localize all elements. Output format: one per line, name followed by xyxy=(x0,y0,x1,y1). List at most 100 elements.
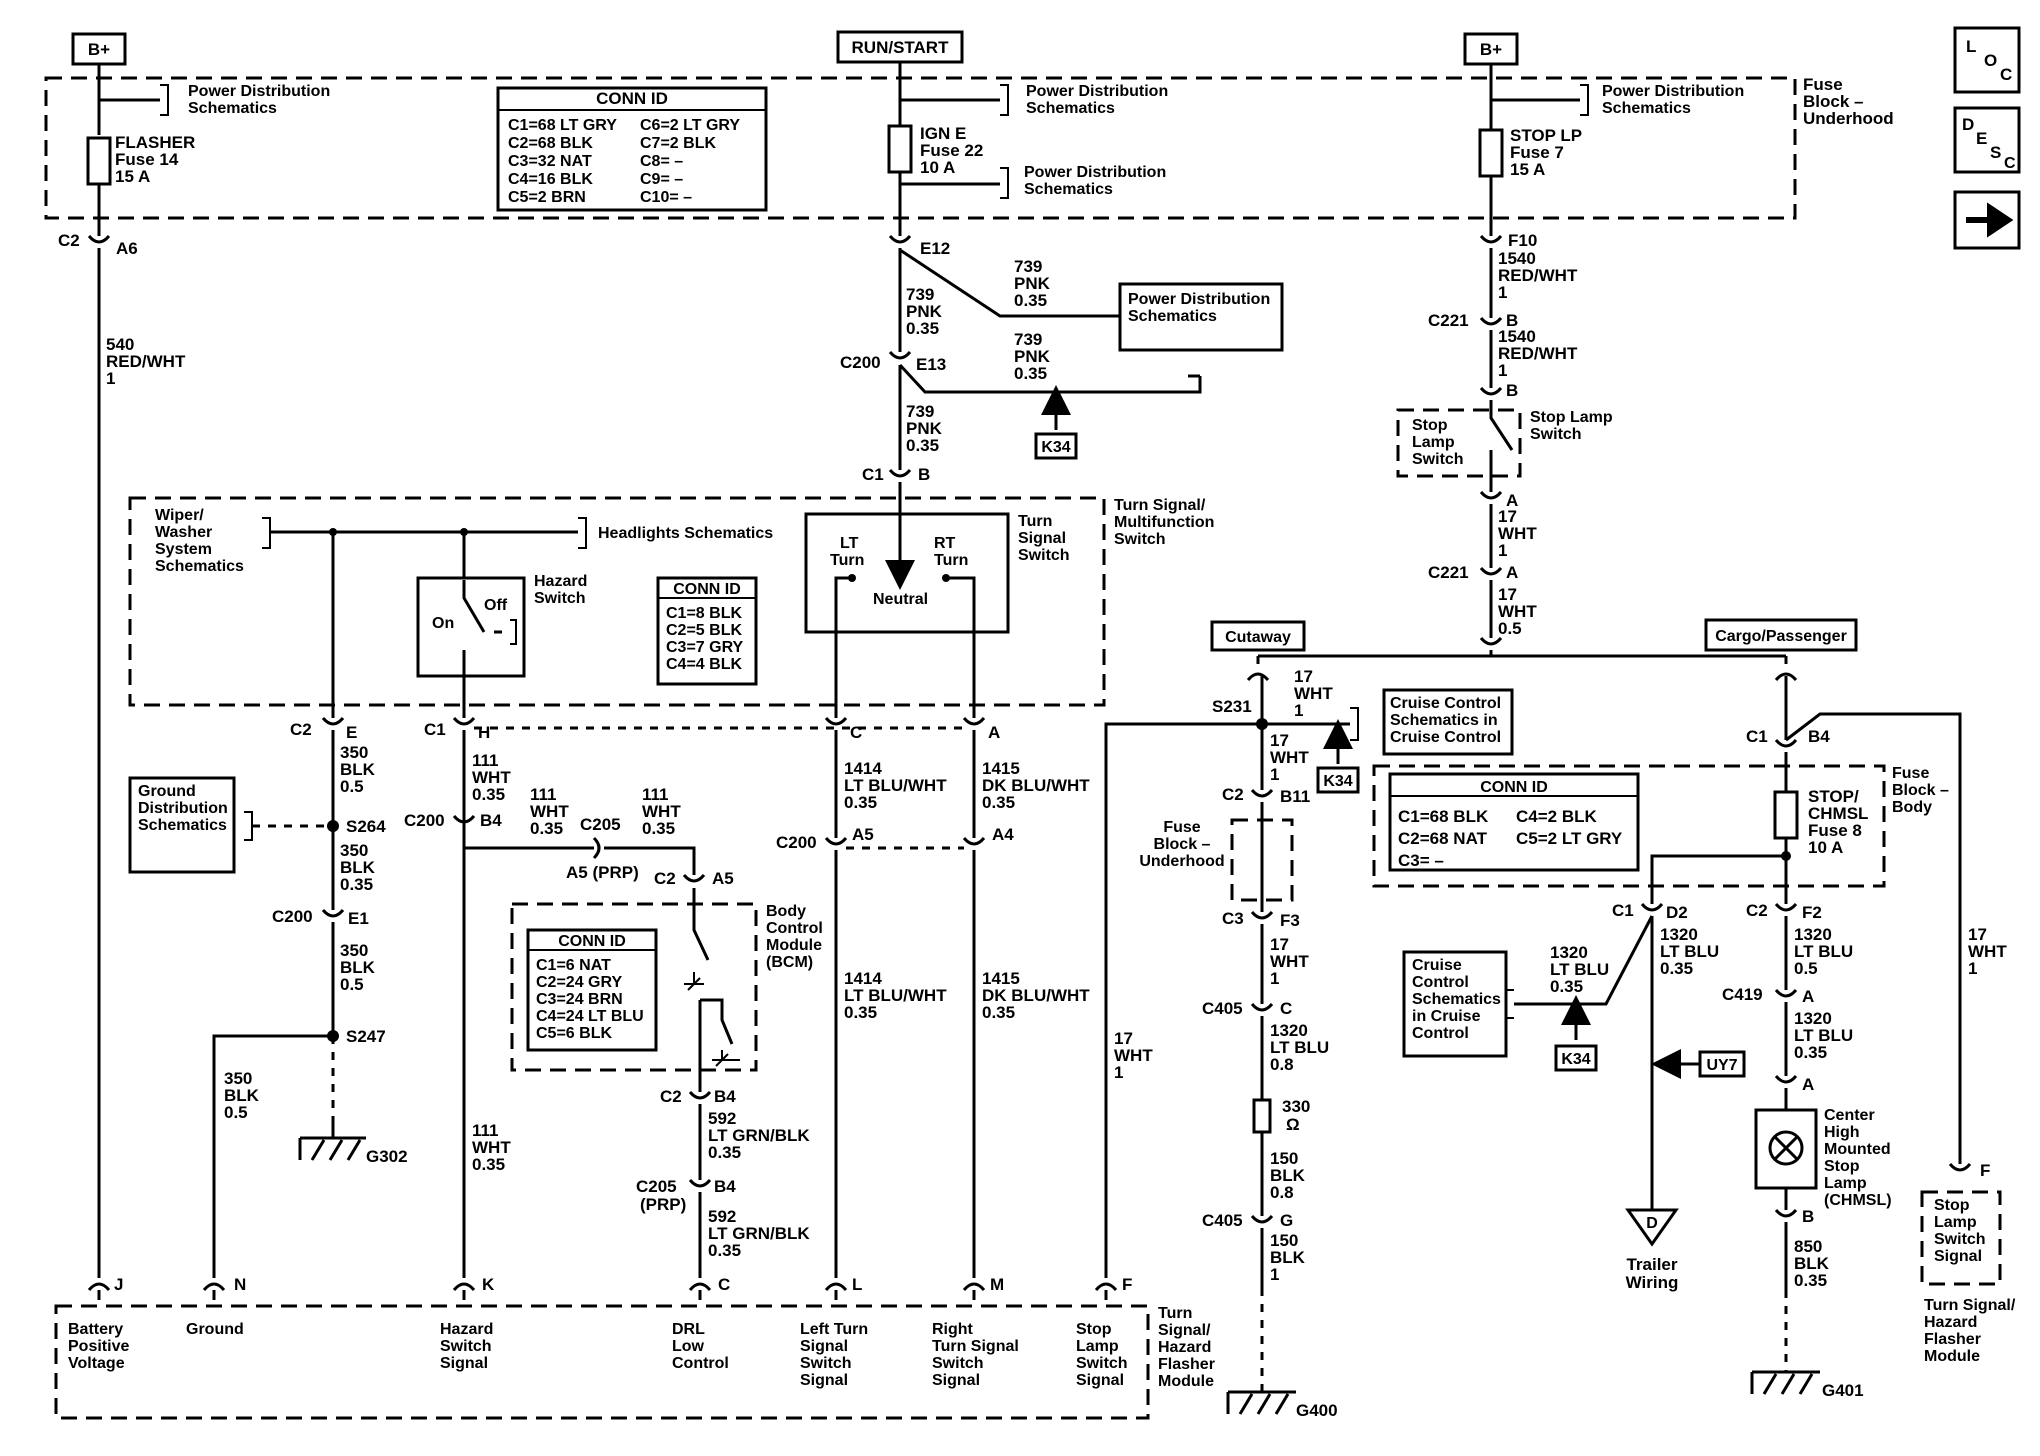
svg-text:Switch: Switch xyxy=(1018,547,1070,564)
conn-id-switch-box: CONN ID C1=8 BLK C2=5 BLK C3=7 GRY C4=4 … xyxy=(656,576,758,686)
svg-text:Hazard: Hazard xyxy=(534,573,587,590)
svg-text:F: F xyxy=(1122,1275,1132,1294)
svg-text:1: 1 xyxy=(1968,959,1977,978)
svg-text:F: F xyxy=(1980,1161,1990,1180)
svg-text:1: 1 xyxy=(1498,541,1507,560)
svg-text:C8= –: C8= – xyxy=(640,153,683,170)
svg-text:0.35: 0.35 xyxy=(844,793,877,812)
fuse-block-body-outline xyxy=(1372,764,1886,888)
svg-text:C: C xyxy=(1280,999,1292,1018)
hazard-switch xyxy=(416,576,526,678)
svg-text:LT BLU: LT BLU xyxy=(1270,1038,1329,1057)
svg-text:Block –: Block – xyxy=(1892,782,1949,799)
svg-text:Distribution: Distribution xyxy=(138,800,228,817)
svg-text:Switch: Switch xyxy=(1934,1231,1986,1248)
svg-text:S247: S247 xyxy=(346,1027,386,1046)
svg-text:LT GRN/BLK: LT GRN/BLK xyxy=(708,1126,810,1145)
svg-text:Turn Signal/: Turn Signal/ xyxy=(1924,1297,2016,1314)
svg-text:BLK: BLK xyxy=(1270,1248,1306,1267)
svg-text:0.35: 0.35 xyxy=(1550,977,1583,996)
run-start-header: RUN/START xyxy=(836,30,964,64)
svg-text:Signal: Signal xyxy=(1076,1372,1124,1389)
svg-text:350: 350 xyxy=(340,941,368,960)
svg-text:B11: B11 xyxy=(1280,787,1310,806)
cargo-passenger-header xyxy=(1704,618,1858,652)
svg-text:Block –: Block – xyxy=(1154,836,1211,853)
svg-text:High: High xyxy=(1824,1124,1860,1141)
svg-text:0.35: 0.35 xyxy=(340,875,373,894)
k34-option-box xyxy=(1316,766,1360,794)
svg-text:Turn Signal/: Turn Signal/ xyxy=(1114,497,1206,514)
svg-text:C4=2 BLK: C4=2 BLK xyxy=(1516,807,1597,826)
svg-text:Turn: Turn xyxy=(1018,513,1052,530)
svg-text:WHT: WHT xyxy=(1498,602,1537,621)
svg-text:C2: C2 xyxy=(1222,785,1244,804)
svg-text:C221: C221 xyxy=(1428,563,1469,582)
ground-g400-icon xyxy=(1226,1390,1296,1415)
svg-text:10 A: 10 A xyxy=(1808,838,1843,857)
svg-text:A: A xyxy=(1802,1075,1814,1094)
svg-text:Schematics: Schematics xyxy=(1024,181,1113,198)
svg-text:F2: F2 xyxy=(1802,903,1822,922)
k34-option-box xyxy=(1554,1044,1598,1072)
svg-text:Control: Control xyxy=(1412,1025,1469,1042)
loc-button[interactable]: L O C xyxy=(1953,26,2021,94)
svg-text:C205: C205 xyxy=(580,815,621,834)
svg-text:PNK: PNK xyxy=(906,302,943,321)
pin-m-right-turn: M Right Turn Signal Switch Signal xyxy=(932,1275,1019,1389)
svg-text:1: 1 xyxy=(1114,1063,1123,1082)
svg-text:L: L xyxy=(852,1275,862,1294)
svg-text:BLK: BLK xyxy=(1270,1166,1306,1185)
svg-text:BLK: BLK xyxy=(340,958,376,977)
svg-text:Schematics: Schematics xyxy=(1026,100,1115,117)
chmsl-lamp-icon xyxy=(1754,1108,1818,1190)
svg-text:DK BLU/WHT: DK BLU/WHT xyxy=(982,776,1090,795)
svg-text:RED/WHT: RED/WHT xyxy=(1498,266,1578,285)
svg-text:Flasher: Flasher xyxy=(1924,1331,1981,1348)
svg-text:(CHMSL): (CHMSL) xyxy=(1824,1192,1892,1209)
svg-text:C2: C2 xyxy=(654,869,676,888)
svg-text:Switch: Switch xyxy=(440,1338,492,1355)
svg-text:10 A: 10 A xyxy=(920,158,955,177)
svg-text:LT BLU: LT BLU xyxy=(1794,942,1853,961)
svg-text:J: J xyxy=(114,1275,123,1294)
svg-text:Schematics in: Schematics in xyxy=(1390,712,1498,729)
svg-text:RUN/START: RUN/START xyxy=(852,38,950,57)
svg-text:C7=2 BLK: C7=2 BLK xyxy=(640,135,716,152)
flasher-fuse-icon xyxy=(86,136,112,186)
svg-text:1415: 1415 xyxy=(982,969,1020,988)
svg-text:A4: A4 xyxy=(992,825,1014,844)
svg-text:LT BLU/WHT: LT BLU/WHT xyxy=(844,776,947,795)
cruise-control-schematics-box-2 xyxy=(1402,950,1508,1058)
svg-text:C200: C200 xyxy=(404,811,445,830)
svg-text:Power Distribution: Power Distribution xyxy=(1128,291,1270,308)
svg-text:PNK: PNK xyxy=(906,419,943,438)
svg-text:0.35: 0.35 xyxy=(906,319,939,338)
svg-text:CONN ID: CONN ID xyxy=(558,933,626,950)
svg-text:0.35: 0.35 xyxy=(906,436,939,455)
svg-text:592: 592 xyxy=(708,1109,736,1128)
svg-text:Underhood: Underhood xyxy=(1139,853,1224,870)
svg-text:G302: G302 xyxy=(366,1147,408,1166)
svg-text:150: 150 xyxy=(1270,1149,1298,1168)
svg-text:Module: Module xyxy=(766,937,822,954)
svg-text:Schematics: Schematics xyxy=(188,100,277,117)
desc-button[interactable]: D E S C xyxy=(1953,106,2021,174)
svg-text:0.35: 0.35 xyxy=(708,1143,741,1162)
svg-text:Stop: Stop xyxy=(1934,1197,1970,1214)
svg-text:Control: Control xyxy=(766,920,823,937)
svg-text:C4=24 LT BLU: C4=24 LT BLU xyxy=(536,1008,644,1025)
svg-text:Fuse: Fuse xyxy=(1163,819,1200,836)
svg-text:Lamp: Lamp xyxy=(1934,1214,1977,1231)
arrow-right-icon[interactable] xyxy=(1953,190,2021,250)
svg-text:E12: E12 xyxy=(920,239,950,258)
svg-text:739: 739 xyxy=(906,285,934,304)
svg-text:Fuse: Fuse xyxy=(1803,75,1843,94)
svg-text:739: 739 xyxy=(1014,257,1042,276)
svg-text:B4: B4 xyxy=(1808,727,1830,746)
svg-text:Wiper/: Wiper/ xyxy=(155,507,204,524)
svg-text:Schematics: Schematics xyxy=(138,817,227,834)
svg-text:0.35: 0.35 xyxy=(982,1003,1015,1022)
svg-text:B: B xyxy=(918,465,930,484)
